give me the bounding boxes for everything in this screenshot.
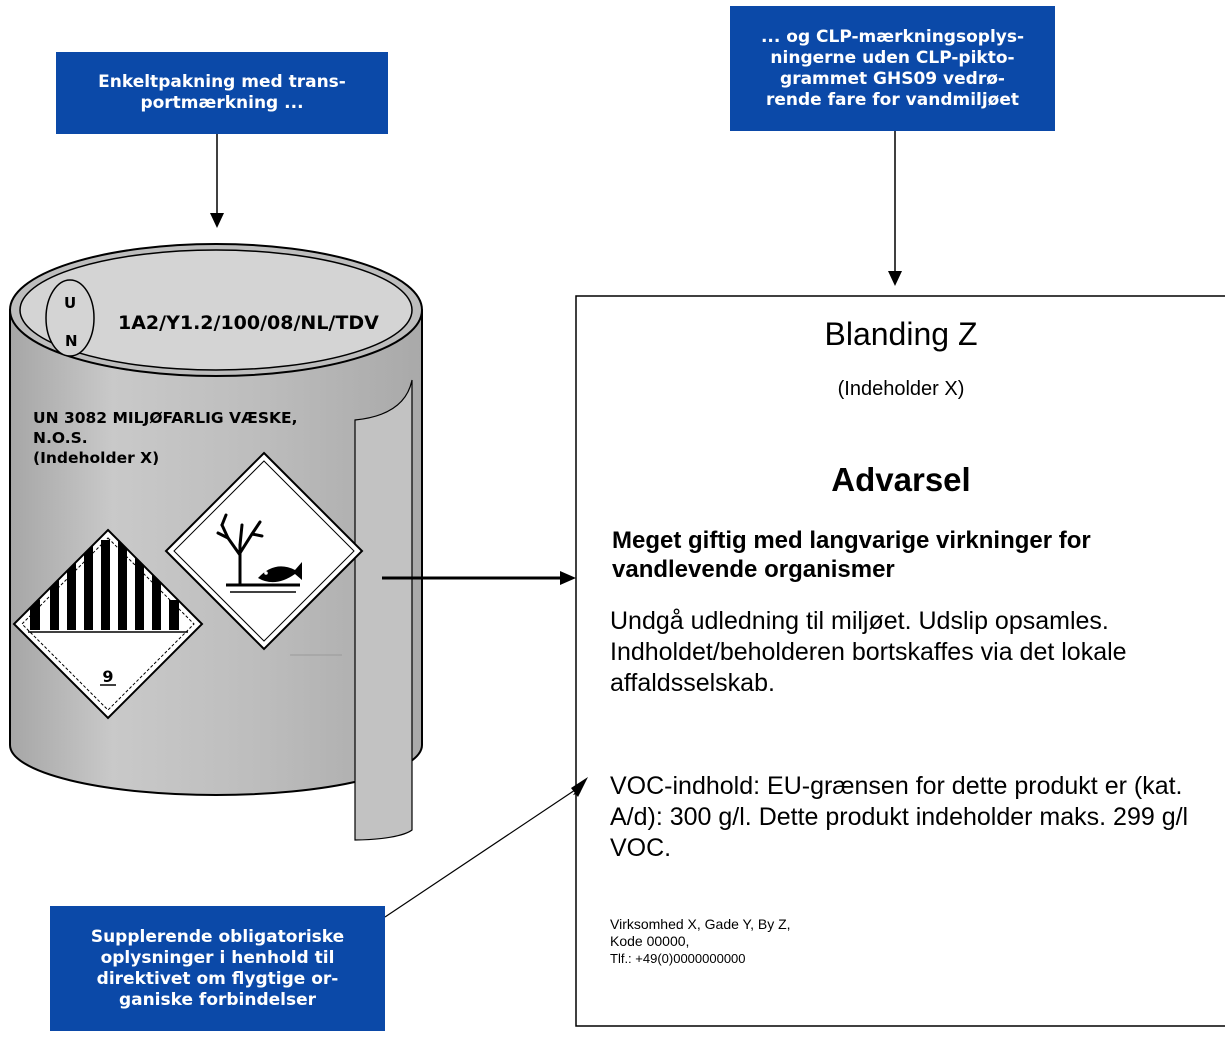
un-mark-circle	[45, 279, 95, 357]
callout-voc-info: Supplerende obligatoriske oplysninger i …	[50, 906, 385, 1031]
voc-statement: VOC-indhold: EU-grænsen for dette produk…	[610, 772, 1189, 862]
dead-fish-icon	[258, 562, 302, 583]
callout-clp-labelling: ... og CLP-mærkningsoplys- ningerne uden…	[730, 6, 1055, 131]
contains-line: (Indeholder X)	[837, 378, 965, 400]
arrow-voc-callout	[384, 777, 588, 918]
arrow-callout-to-drum	[210, 134, 224, 228]
arrow-drum-to-label	[382, 571, 576, 585]
un-letter-u: U	[64, 294, 77, 312]
packaging-code: 1A2/Y1.2/100/08/NL/TDV	[118, 312, 379, 334]
transport-name: UN 3082 MILJØFARLIG VÆSKE, N.O.S. (Indeh…	[33, 409, 298, 467]
supplier-address: Virksomhed X, Gade Y, By Z,	[610, 916, 791, 932]
class-9-hazard-diamond: 9	[12, 528, 204, 720]
supplier-phone: Tlf.: +49(0)0000000000	[610, 951, 746, 966]
arrow-callout-to-label	[888, 131, 902, 286]
label-frame	[575, 295, 1225, 1027]
signal-word: Advarsel	[831, 461, 971, 498]
precautionary-statement: Undgå udledning til miljøet. Udslip opsa…	[610, 607, 1127, 697]
clp-label-panel: Blanding Z (Indeholder X) Advarsel Meget…	[576, 296, 1216, 1026]
dead-tree-icon	[216, 513, 264, 587]
un-letter-n: N	[65, 332, 78, 350]
class-number: 9	[102, 667, 113, 686]
callout-single-packaging: Enkeltpakning med trans- portmærkning ..…	[56, 52, 388, 134]
product-name: Blanding Z	[824, 316, 978, 352]
hazard-statement: Meget giftig med langvarige virkninger f…	[612, 527, 1091, 583]
supplier-code: Kode 00000,	[610, 933, 690, 949]
environment-hazard-diamond	[164, 451, 364, 651]
supplier-info: Virksomhed X, Gade Y, By Z, Kode 00000, …	[610, 916, 1010, 967]
